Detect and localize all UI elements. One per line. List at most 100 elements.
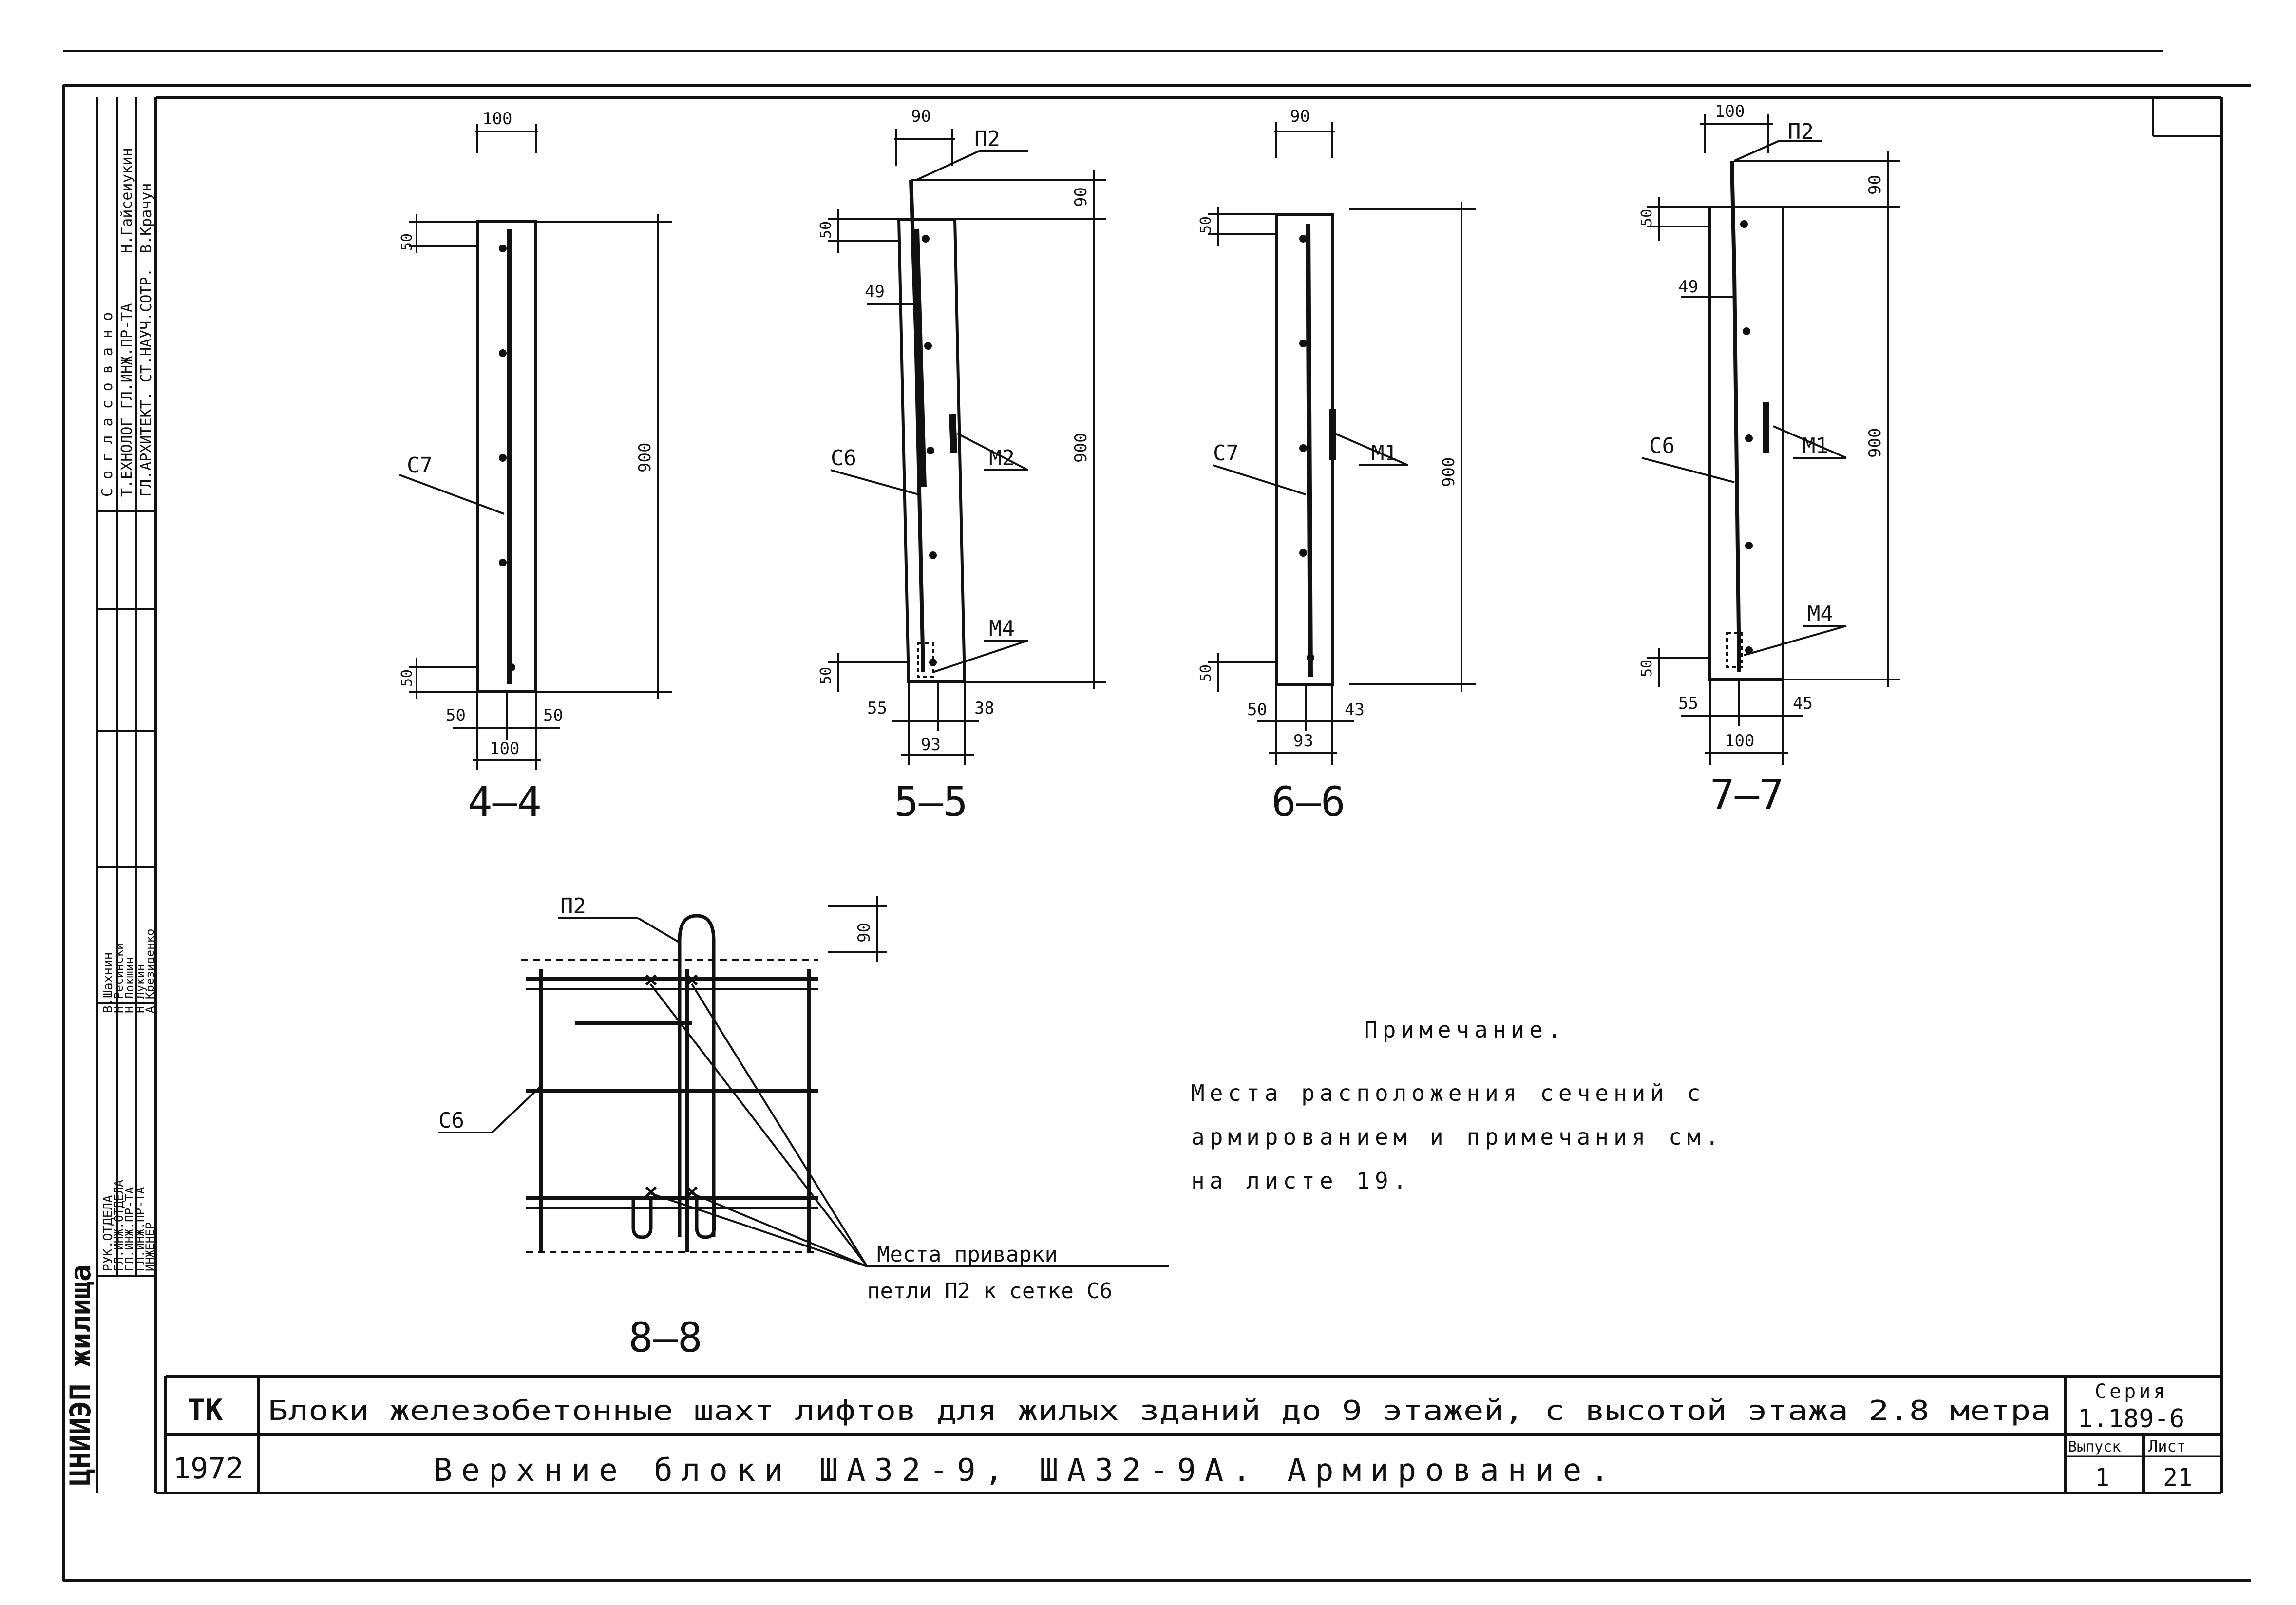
dim-height: 900 xyxy=(1071,433,1091,463)
dim-top-width: 90 xyxy=(1290,107,1310,126)
name-bottom-4: Н.Лукин xyxy=(133,964,147,1013)
dim-right: 50 xyxy=(543,706,563,725)
loop-p2 xyxy=(631,914,716,1239)
series-value: 1.189-6 xyxy=(2078,1404,2184,1434)
label-plate: М1 xyxy=(1803,434,1828,458)
detail-title: 8–8 xyxy=(628,1314,702,1361)
dim-right: 43 xyxy=(1345,700,1365,719)
weld-callout-line1: Места приварки xyxy=(877,1242,1058,1267)
section-7-7: 100 П2 90 900 50 49 50 55 45 100 С6 М1 М… xyxy=(1638,102,1900,818)
detail-8-8: ×× ×× П2 С6 90 Места приварки петли П2 к… xyxy=(438,894,1169,1361)
dim-bottom-offset: 50 xyxy=(817,667,835,684)
name-top-1: Н.Гайсеиукин xyxy=(118,148,135,253)
role-bottom-4: ГЛ.ИНЖ.ПР-ТА xyxy=(133,1187,147,1271)
section-title: 7–7 xyxy=(1710,771,1784,818)
name-bottom-1: В.Шахнин xyxy=(101,952,115,1013)
name-bottom-5: А.Крезиденко xyxy=(143,929,157,1013)
series-label: Серия xyxy=(2095,1380,2168,1403)
section-title: 5–5 xyxy=(894,778,968,826)
label-rebar: С7 xyxy=(1213,441,1239,466)
dim-bottom-offset: 50 xyxy=(1197,664,1214,682)
dim-loop: 90 xyxy=(854,923,874,943)
dims-5-5 xyxy=(828,129,1106,765)
dim-bottom-offset: 50 xyxy=(1638,660,1655,677)
label-embed: М4 xyxy=(1807,602,1833,626)
issue-value: 1 xyxy=(2095,1463,2109,1492)
note-title: Примечание. xyxy=(1364,1017,1566,1043)
label-plate: М2 xyxy=(989,446,1015,471)
dim-left: 50 xyxy=(446,706,466,725)
section-title: 4–4 xyxy=(468,778,542,826)
label-rebar: С6 xyxy=(1649,434,1675,458)
role-bottom-2: ГЛ.ИНЖ.ОТДЕЛА xyxy=(112,1180,126,1271)
dim-left: 55 xyxy=(867,699,887,718)
label-loop: П2 xyxy=(974,127,1000,151)
section-6-6: 90 900 50 50 50 43 93 С7 М1 6–6 xyxy=(1197,107,1476,826)
rebar-points xyxy=(1299,235,1314,661)
approval-strip xyxy=(96,97,156,1493)
name-bottom-2: Н.Ресински xyxy=(112,943,126,1014)
weld-marks: ×× ×× xyxy=(644,966,699,1205)
dims-4-4 xyxy=(399,124,672,770)
dim-bottom-width: 93 xyxy=(1293,731,1313,751)
section-4-4: 100 900 50 50 50 50 100 С7 4–4 xyxy=(398,109,672,826)
loop-thick xyxy=(912,228,927,488)
dim-height: 900 xyxy=(1439,457,1459,487)
rebar-c7 xyxy=(1306,224,1313,678)
dim-left: 55 xyxy=(1678,694,1698,713)
name-bottom-3: Н.Локшин xyxy=(123,957,136,1013)
svg-text:×: × xyxy=(644,966,658,993)
dim-top-width: 100 xyxy=(1715,102,1745,121)
title-main: Блоки железобетонные шахт лифтов для жил… xyxy=(268,1395,2051,1427)
role-bottom-1: РУК.ОТДЕЛА xyxy=(101,1195,115,1271)
note-line1: Места расположения сечений с xyxy=(1191,1080,1705,1106)
dim-height: 900 xyxy=(635,443,655,472)
mesh-c6 xyxy=(526,969,818,1252)
title-block xyxy=(164,1375,2221,1493)
dim-top-offset: 50 xyxy=(398,233,416,251)
dim-top-offset: 50 xyxy=(1197,216,1214,234)
section-title: 6–6 xyxy=(1271,778,1346,826)
rebar-points xyxy=(499,245,515,671)
svg-text:×: × xyxy=(685,966,699,993)
sheet-value: 21 xyxy=(2163,1463,2192,1492)
dim-inner: 49 xyxy=(865,282,885,302)
label-rebar: С7 xyxy=(407,453,433,478)
label-mesh: С6 xyxy=(438,1108,464,1133)
label-embed: М4 xyxy=(989,616,1015,641)
dim-bottom-width: 100 xyxy=(1725,731,1754,751)
rebar-points xyxy=(1740,220,1753,654)
role-bottom-3: ГЛ.ИНЖ.ПР-ТА xyxy=(123,1187,136,1271)
weld-leaders xyxy=(438,896,1169,1267)
label-loop: П2 xyxy=(560,894,586,919)
dim-inner: 49 xyxy=(1678,277,1698,297)
svg-text:×: × xyxy=(644,1178,658,1205)
dim-right: 38 xyxy=(974,699,994,718)
role-top-1: Т.ЕХНОЛОГ ГЛ.ИНЖ.ПР-ТА xyxy=(118,303,135,497)
dim-loop-height: 90 xyxy=(1071,187,1091,207)
approval-text: С о г л а с о в а н о Т.ЕХНОЛОГ ГЛ.ИНЖ.П… xyxy=(64,148,157,1486)
dim-right: 45 xyxy=(1793,694,1813,713)
note-line2: армированием и примечания см. xyxy=(1191,1124,1724,1150)
name-top-2: В.Крачун xyxy=(138,183,155,254)
section-5-5: 90 П2 90 900 50 49 50 55 38 93 С6 М2 М4 … xyxy=(817,107,1106,826)
dim-left: 50 xyxy=(1247,700,1267,719)
title-code: ТК xyxy=(188,1393,223,1427)
dim-top-width: 100 xyxy=(482,109,512,129)
plate-m2 xyxy=(949,414,957,453)
dim-bottom-width: 93 xyxy=(921,735,941,755)
label-plate: М1 xyxy=(1371,441,1397,466)
sheet-label: Лист xyxy=(2148,1437,2186,1455)
org-name: ЦНИИЭП жилища xyxy=(64,1265,97,1486)
title-year: 1972 xyxy=(173,1452,244,1486)
label-loop: П2 xyxy=(1788,119,1814,144)
loop-p2 xyxy=(1730,160,1736,273)
weld-callout-line2: петли П2 к сетке С6 xyxy=(867,1279,1112,1303)
issue-label: Выпуск xyxy=(2068,1438,2121,1455)
rebar-c6 xyxy=(1732,272,1741,673)
dim-height: 900 xyxy=(1865,428,1885,458)
dim-top-offset: 50 xyxy=(1638,209,1655,227)
dim-bottom-width: 100 xyxy=(490,739,519,758)
rebar-points xyxy=(922,235,937,666)
